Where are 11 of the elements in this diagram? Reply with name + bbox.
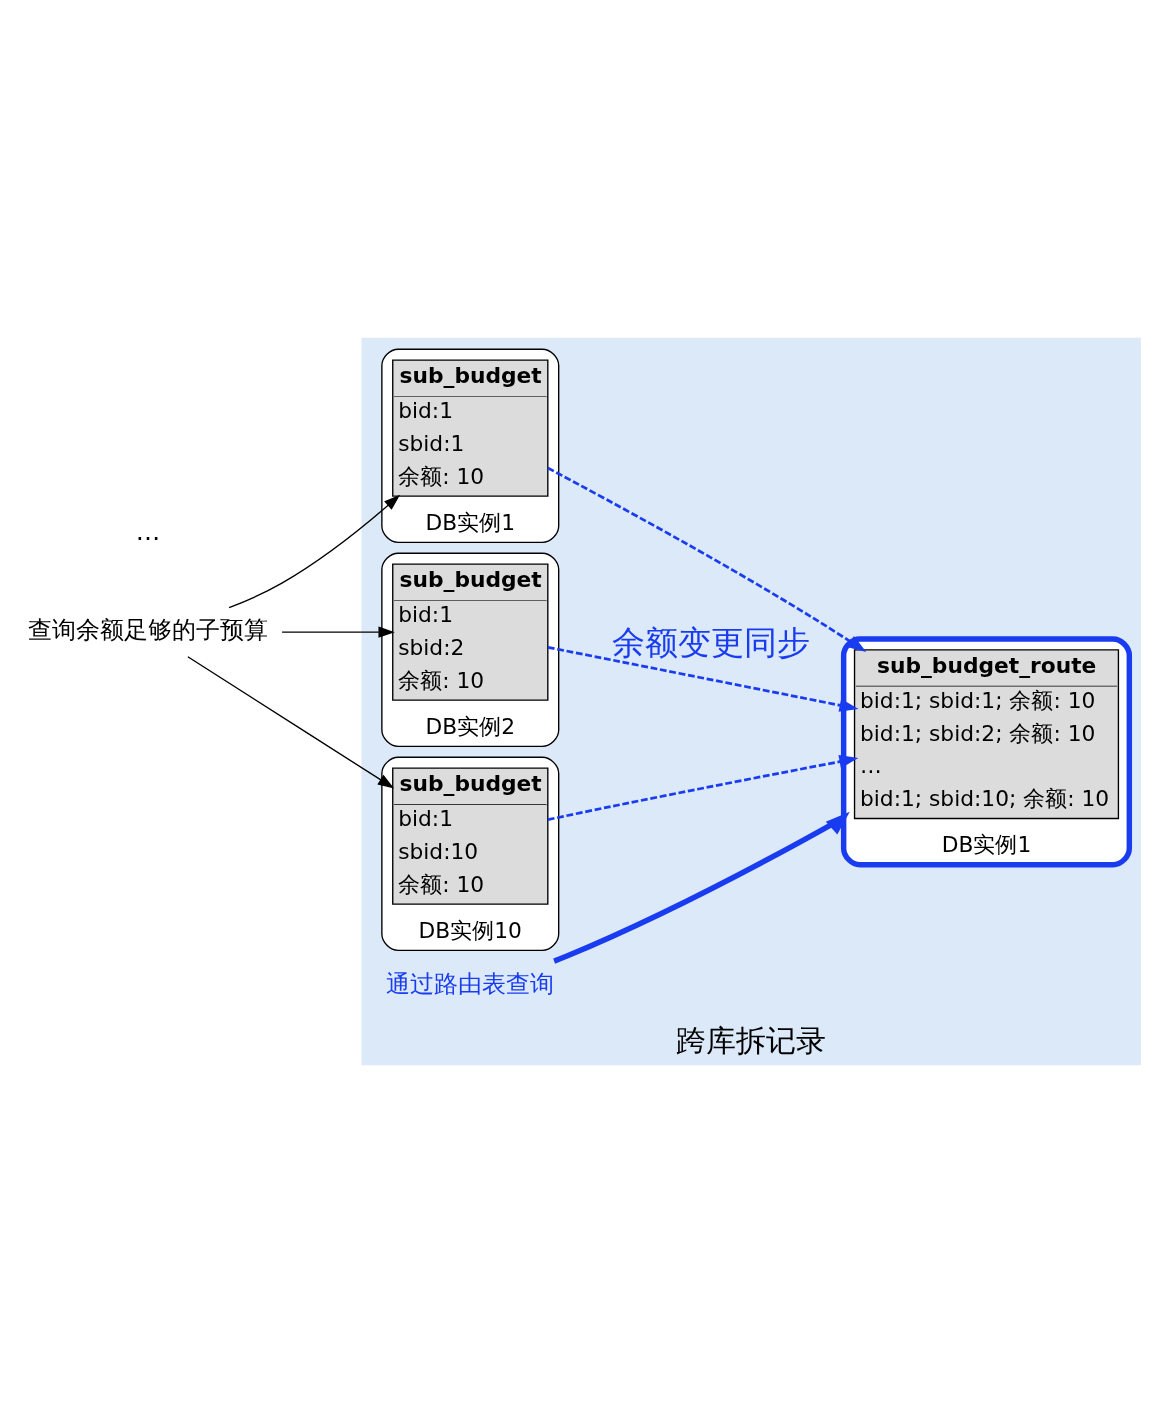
arrow [553, 811, 850, 964]
arrow [547, 645, 859, 712]
arrow [281, 626, 395, 638]
node-text: 查询余额足够的子预算 [27, 615, 268, 645]
node-text: 通过路由表查询 [386, 968, 555, 998]
arrow [228, 494, 401, 609]
arrow [547, 466, 867, 652]
label: … [135, 517, 161, 547]
arrow [547, 755, 859, 821]
edge-label: 余额变更同步 [612, 624, 811, 663]
arrow [187, 656, 395, 789]
